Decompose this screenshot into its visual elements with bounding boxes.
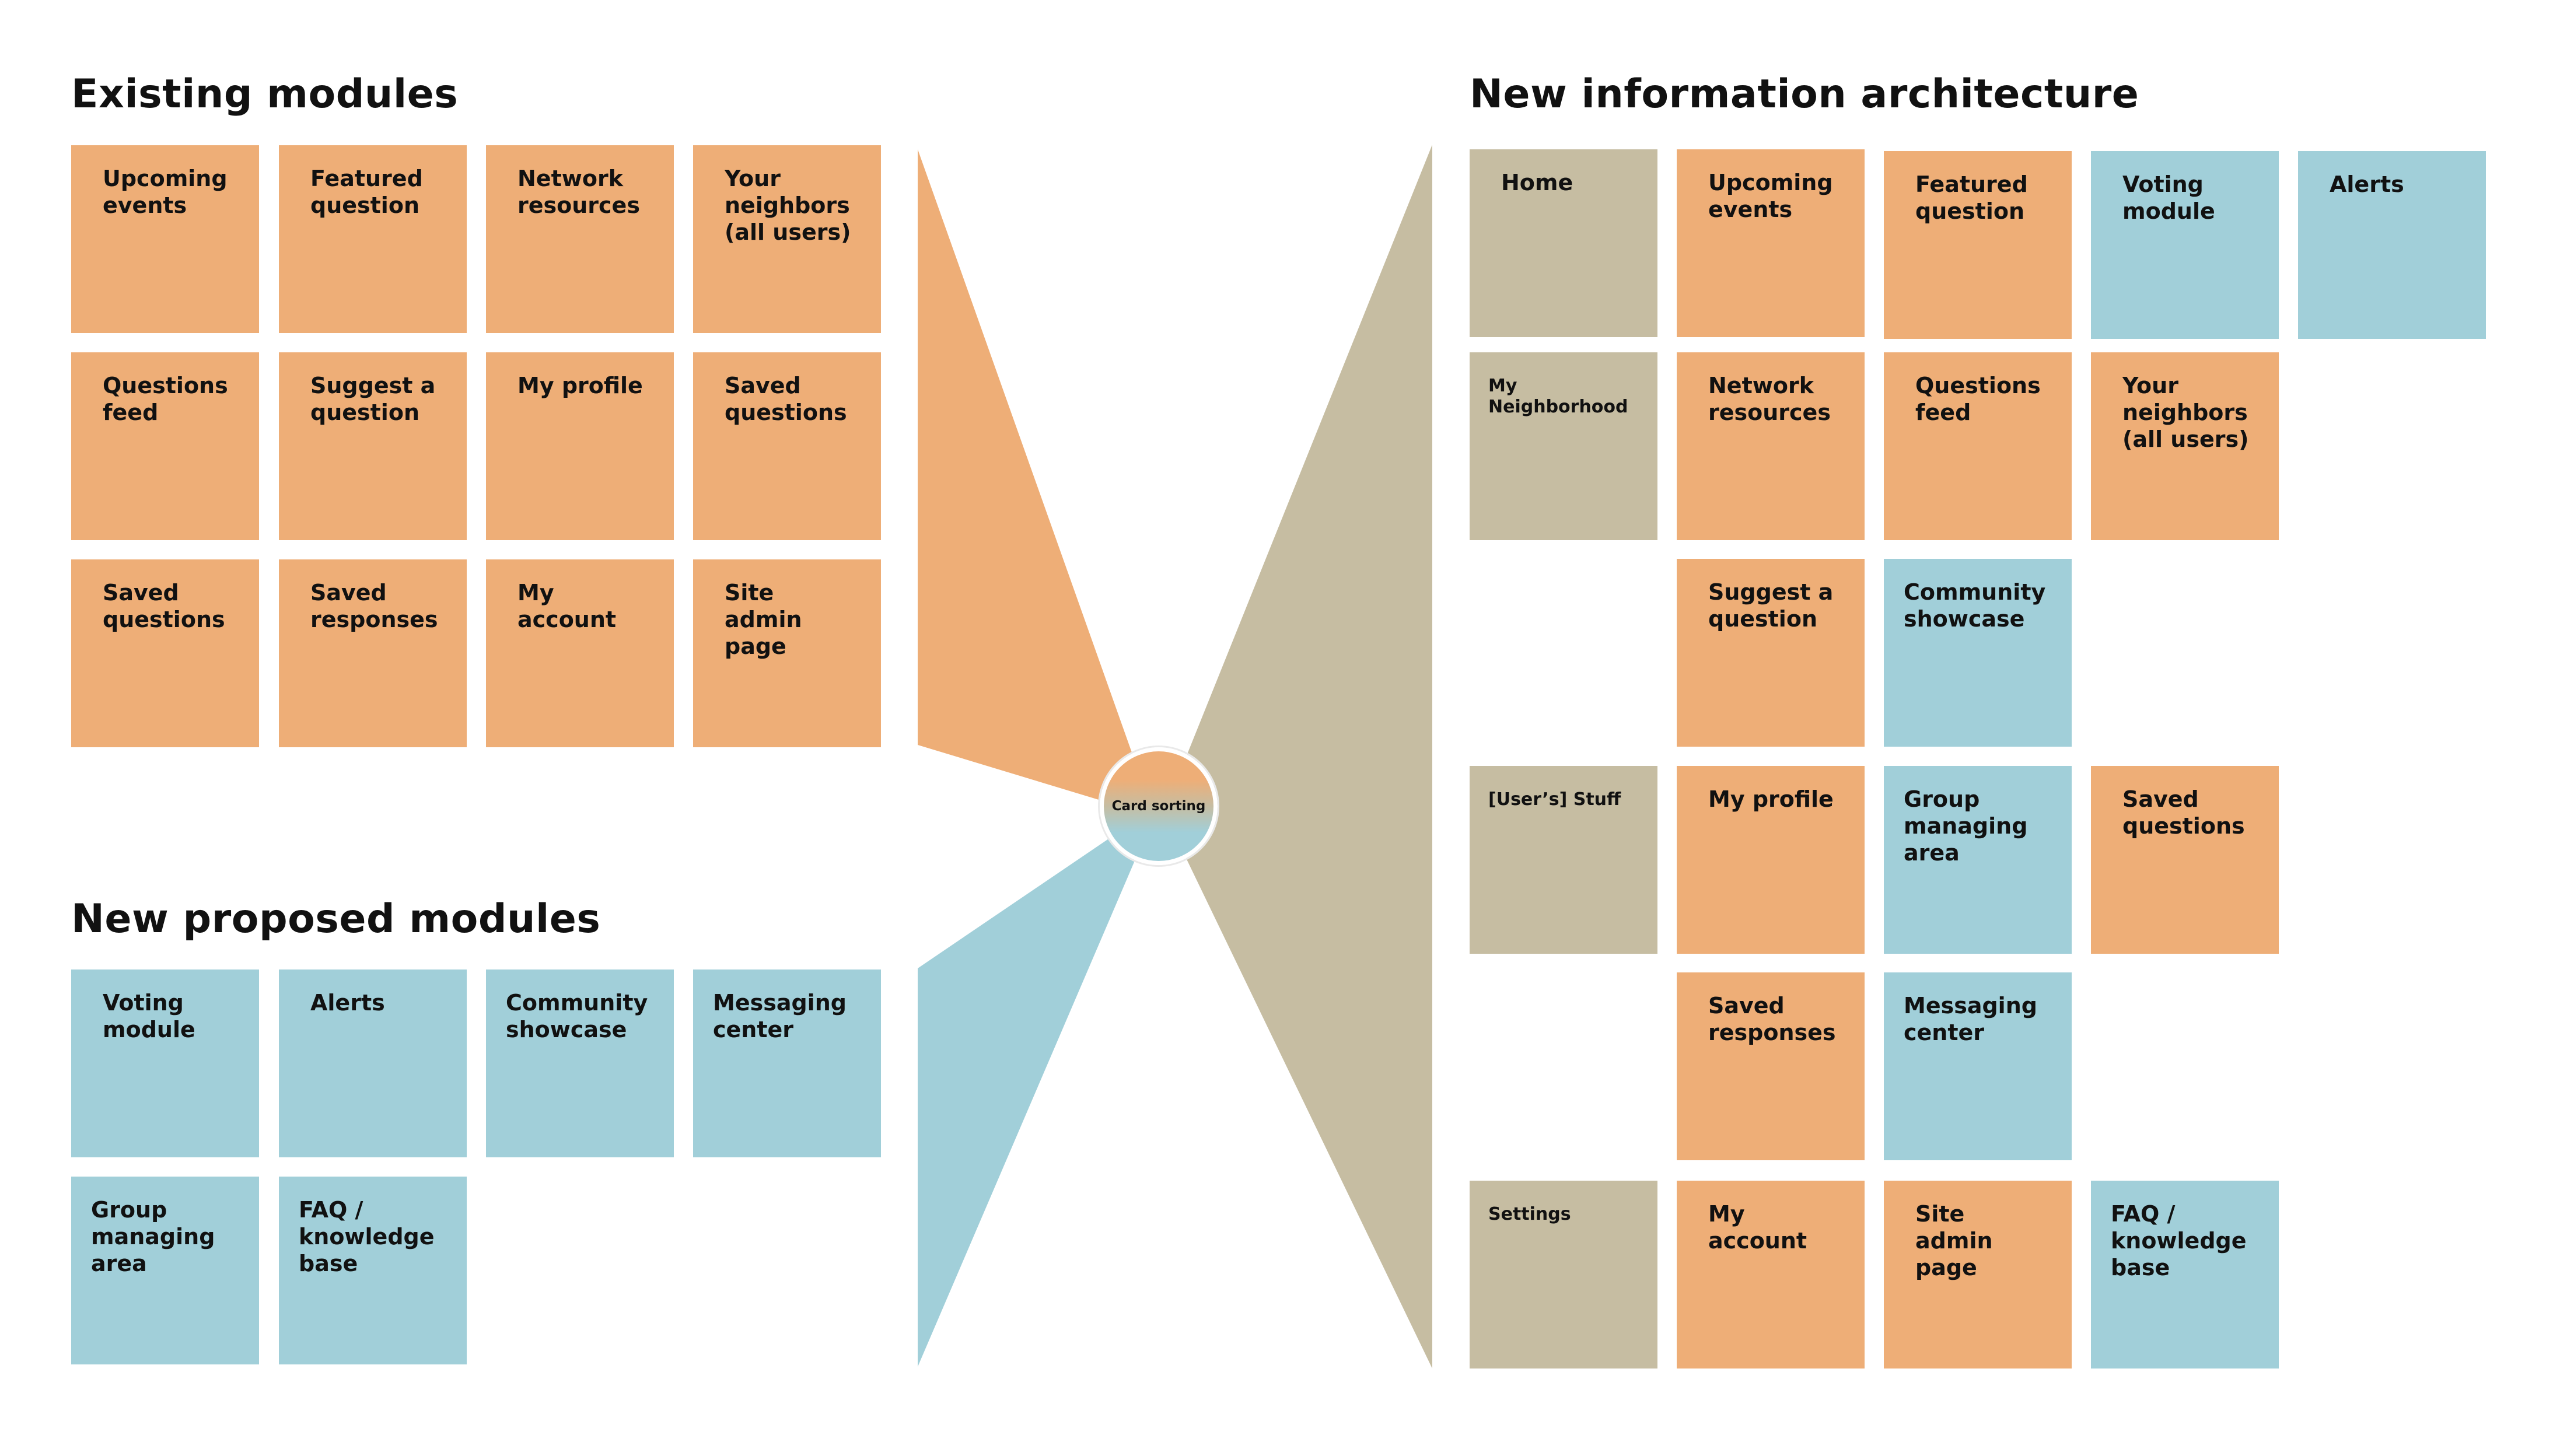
ia-neighborhood-card: Network resources	[1677, 352, 1865, 540]
ia-home-card: Upcoming events	[1677, 149, 1865, 337]
architecture-funnel	[1177, 145, 1432, 1368]
ia-category-users-stuff: [User’s] Stuff	[1470, 766, 1657, 954]
ia-neighborhood-card: Questions feed	[1884, 352, 2072, 540]
card-sorting-label: Card sorting	[1111, 799, 1206, 814]
existing-module-card: Upcoming events	[71, 145, 259, 333]
ia-category-home: Home	[1470, 149, 1657, 337]
ia-category-my-neighborhood: My Neighborhood	[1470, 352, 1657, 540]
proposed-module-card: Messaging center	[693, 970, 881, 1157]
ia-stuff-card: Messaging center	[1884, 972, 2072, 1160]
existing-module-card: My account	[486, 559, 674, 747]
existing-module-card: Saved responses	[279, 559, 467, 747]
existing-module-card: Site admin page	[693, 559, 881, 747]
ia-home-card: Voting module	[2091, 151, 2279, 339]
new-information-architecture-title: New information architecture	[1470, 71, 2139, 117]
ia-stuff-card: Group managing area	[1884, 766, 2072, 954]
proposed-module-card: Community showcase	[486, 970, 674, 1157]
proposed-module-card: Alerts	[279, 970, 467, 1157]
ia-stuff-card: Saved responses	[1677, 972, 1865, 1160]
ia-category-settings: Settings	[1470, 1181, 1657, 1368]
card-sorting-hub: Card sorting	[1100, 747, 1218, 865]
ia-stuff-card: Saved questions	[2091, 766, 2279, 954]
ia-settings-card: Site admin page	[1884, 1181, 2072, 1368]
existing-module-card: Featured question	[279, 145, 467, 333]
proposed-module-card: Voting module	[71, 970, 259, 1157]
existing-modules-title: Existing modules	[71, 71, 459, 117]
existing-module-card: Saved questions	[693, 352, 881, 540]
existing-module-card: Network resources	[486, 145, 674, 333]
proposed-module-card: Group managing area	[71, 1177, 259, 1364]
existing-module-card: Your neighbors (all users)	[693, 145, 881, 333]
ia-settings-card: My account	[1677, 1181, 1865, 1368]
ia-settings-card: FAQ / knowledge base	[2091, 1181, 2279, 1368]
ia-stuff-card: My profile	[1677, 766, 1865, 954]
ia-home-card: Featured question	[1884, 151, 2072, 339]
existing-funnel	[918, 149, 1141, 813]
existing-module-card: My profile	[486, 352, 674, 540]
proposed-module-card: FAQ / knowledge base	[279, 1177, 467, 1364]
proposed-funnel	[918, 817, 1141, 1367]
new-proposed-modules-title: New proposed modules	[71, 896, 601, 942]
ia-neighborhood-card: Suggest a question	[1677, 559, 1865, 747]
ia-home-card: Alerts	[2298, 151, 2486, 339]
existing-module-card: Saved questions	[71, 559, 259, 747]
ia-neighborhood-card: Your neighbors (all users)	[2091, 352, 2279, 540]
ia-neighborhood-card: Community showcase	[1884, 559, 2072, 747]
existing-module-card: Suggest a question	[279, 352, 467, 540]
existing-module-card: Questions feed	[71, 352, 259, 540]
